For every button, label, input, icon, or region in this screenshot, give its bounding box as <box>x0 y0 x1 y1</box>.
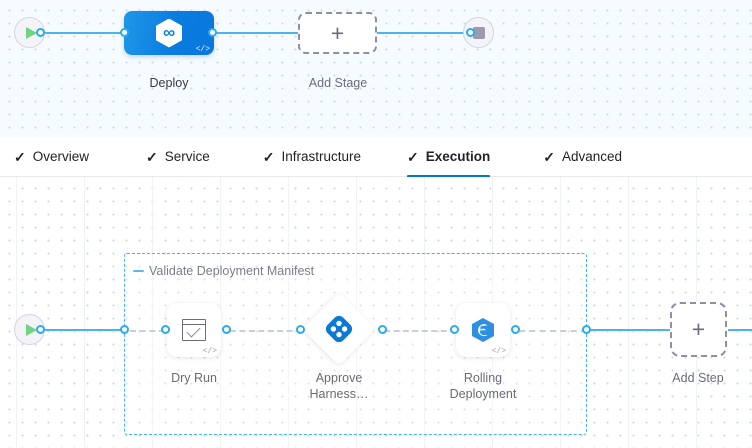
port-approve-out[interactable] <box>378 325 387 334</box>
add-stage-button[interactable]: + <box>298 12 377 54</box>
port-deploy-in[interactable] <box>120 28 129 37</box>
play-icon <box>25 323 37 336</box>
add-step-button[interactable]: + <box>670 302 727 357</box>
edge-approve-to-rolling <box>384 330 456 332</box>
stage-config-tabs[interactable]: ✓ Overview ✓ Service ✓ Infrastructure ✓ … <box>0 137 752 178</box>
check-icon: ✓ <box>543 148 555 165</box>
tab-underline <box>407 174 491 178</box>
edge-group-to-add-step <box>588 329 670 331</box>
port-rolling-out[interactable] <box>511 325 520 334</box>
tab-infrastructure[interactable]: ✓ Infrastructure <box>263 137 361 177</box>
document-check-icon <box>182 319 206 341</box>
step-label-dry-run: Dry Run <box>171 371 217 385</box>
step-node-approve-harness[interactable] <box>302 292 376 366</box>
edge-rolling-to-group-out <box>519 330 587 332</box>
tab-label: Overview <box>32 149 89 164</box>
check-icon: ✓ <box>262 148 275 165</box>
plus-icon: + <box>330 19 345 46</box>
step-label-approve-harness: Approve Harness… <box>309 371 369 401</box>
tab-overview[interactable]: ✓ Overview <box>14 137 89 177</box>
step-node-dry-run[interactable]: </> <box>167 303 221 357</box>
step-node-rolling-deployment[interactable]: </> <box>456 303 510 357</box>
tab-execution[interactable]: ✓ Execution <box>407 137 491 178</box>
check-icon: ✓ <box>14 148 26 165</box>
port-approve-in[interactable] <box>296 325 305 334</box>
port-group-in[interactable] <box>120 325 129 334</box>
edge-start-to-group <box>40 329 127 331</box>
stop-icon <box>472 26 485 39</box>
edge-deploy-to-add-stage <box>212 32 302 34</box>
rolling-deployment-icon <box>472 318 494 342</box>
tab-label: Infrastructure <box>281 149 362 164</box>
check-glyph <box>186 323 201 338</box>
port-start-out[interactable] <box>36 28 45 37</box>
port-deploy-out[interactable] <box>208 28 217 37</box>
tab-label: Service <box>164 149 210 164</box>
step-group-label: Validate Deployment Manifest <box>149 264 315 278</box>
tab-advanced[interactable]: ✓ Advanced <box>543 137 622 177</box>
stage-label-deploy: Deploy <box>149 76 189 90</box>
stage-node-deploy[interactable]: ∞ </> <box>124 11 214 55</box>
add-step-label: Add Step <box>672 371 724 385</box>
harness-approval-icon <box>325 315 353 343</box>
harness-logo-svg <box>325 315 353 343</box>
edge-group-in-to-dry-run <box>130 330 165 332</box>
code-badge-icon[interactable]: </> <box>202 347 217 356</box>
check-icon: ✓ <box>146 148 158 165</box>
edge-add-step-to-right <box>728 329 752 331</box>
code-badge-icon[interactable]: </> <box>195 45 210 54</box>
edge-add-stage-to-end <box>375 32 470 34</box>
infinity-glyph: ∞ <box>162 23 176 42</box>
play-icon <box>25 26 37 39</box>
edge-dry-run-to-approve <box>230 330 302 332</box>
step-group-header[interactable]: Validate Deployment Manifest <box>133 264 314 278</box>
add-stage-label: Add Stage <box>308 76 368 90</box>
minus-icon[interactable] <box>133 270 144 272</box>
check-icon: ✓ <box>407 148 419 165</box>
harness-infinity-icon: ∞ <box>156 18 182 48</box>
port-dry-run-out[interactable] <box>222 325 231 334</box>
port-end-in[interactable] <box>466 28 475 37</box>
port-exec-start-out[interactable] <box>36 325 45 334</box>
execution-graph-canvas[interactable]: .step-group { left:124px !important; top… <box>0 177 752 448</box>
tab-service[interactable]: ✓ Service <box>146 137 210 177</box>
plus-icon: + <box>691 316 706 342</box>
stage-graph-canvas[interactable]: ∞ </> Deploy + Add Stage <box>0 0 752 137</box>
tab-label: Advanced <box>562 149 623 164</box>
port-rolling-in[interactable] <box>450 325 459 334</box>
step-label-rolling-deployment: Rolling Deployment <box>449 371 517 401</box>
port-group-out[interactable] <box>582 325 591 334</box>
tab-label: Execution <box>425 149 491 164</box>
port-dry-run-in[interactable] <box>161 325 170 334</box>
code-badge-icon[interactable]: </> <box>491 347 506 356</box>
edge-start-to-deploy <box>40 32 125 34</box>
